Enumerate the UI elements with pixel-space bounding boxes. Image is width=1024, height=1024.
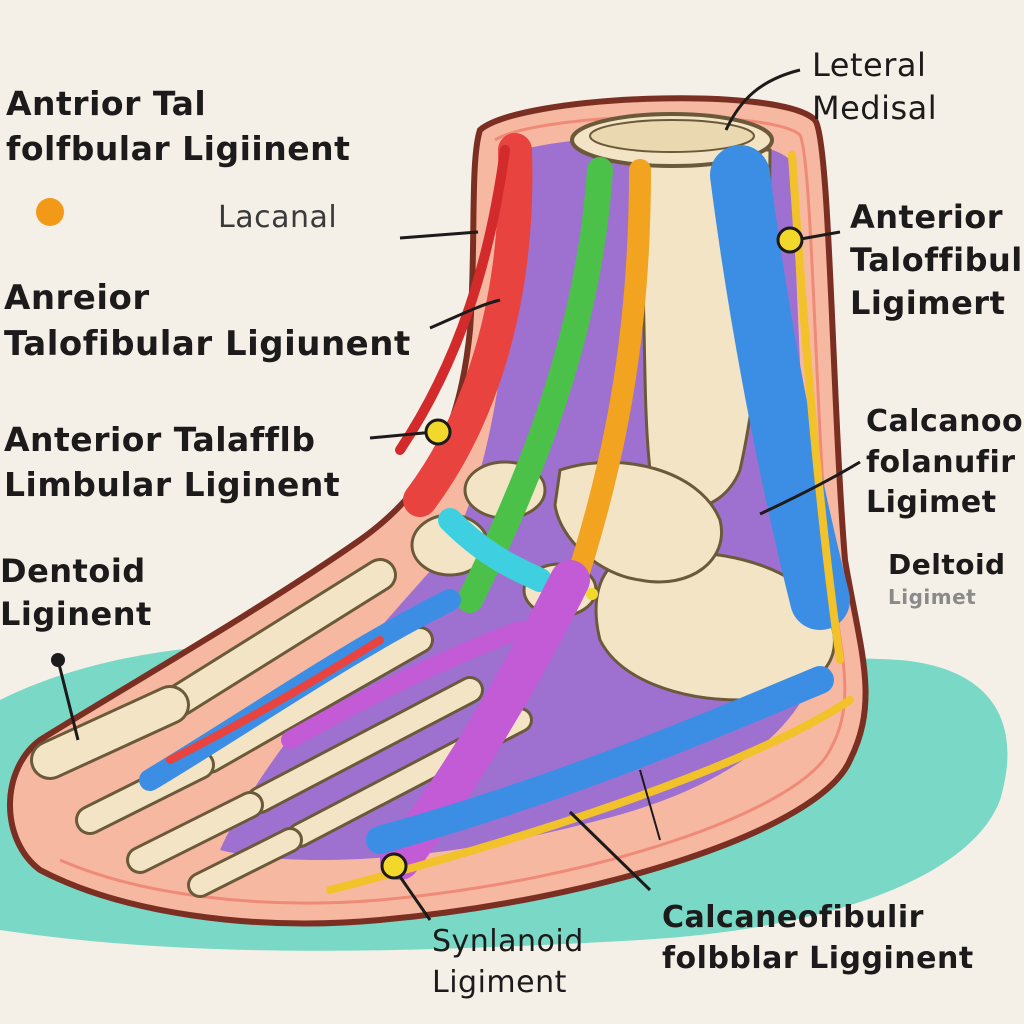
yellow-sole-edge <box>326 696 854 894</box>
metatarsal-1-fill <box>166 561 394 714</box>
label-mid-left: Anreior Talofibular Ligiunent <box>4 276 411 368</box>
label-top-right: Leteral Medisal <box>812 44 937 130</box>
label-upper-right-line2: Taloffibulr <box>850 241 1024 280</box>
label-deltoid-right: Deltoid Ligimet <box>888 546 1006 611</box>
label-mid-right-line1: Calcanoo <box>866 404 1024 439</box>
label-bottom-left-line1: Dentoid <box>0 552 146 590</box>
label-deltoid-right-line2: Ligimet <box>888 584 977 609</box>
label-deltoid-right-line1: Deltoid <box>888 548 1006 581</box>
metatarsal-3-fill <box>249 679 481 811</box>
label-bottom-center: Synlanoid Ligiment <box>432 922 584 1003</box>
red-ligament-outer <box>395 145 510 455</box>
label-lower-left: Anterior Talafflb Limbular Liginent <box>4 418 340 507</box>
label-bottom-center-line1: Synlanoid <box>432 924 584 959</box>
blue-ligament-right <box>710 145 850 630</box>
orange-ligament <box>559 159 651 611</box>
label-bottom-right-line2: folbblar Ligginent <box>662 940 974 976</box>
label-bottom-right-line1: Calcaneofibulir <box>662 900 924 935</box>
marker-dot-upper-right <box>776 226 804 254</box>
label-lower-left-line2: Limbular Liginent <box>4 464 341 504</box>
toe-phalanges-1-fill <box>33 688 187 777</box>
label-lower-left-line1: Anterior Talafflb <box>4 420 316 459</box>
label-lacanal: Lacanal <box>218 198 337 239</box>
label-upper-right-line3: Ligimert <box>850 284 1006 323</box>
label-top-left-line2: folfbular Ligiinent <box>6 128 351 168</box>
green-ligament <box>457 157 613 613</box>
leader-lacanal <box>399 230 479 240</box>
label-mid-right-line3: Ligimet <box>866 485 997 520</box>
label-mid-right-line2: folanufir <box>866 444 1016 480</box>
label-mid-right: Calcanoo folanufir Ligimet <box>866 402 1023 524</box>
leader-bottom-right <box>568 810 652 892</box>
label-lacanal-line1: Lacanal <box>218 200 338 235</box>
label-top-left-line1: Antrior Tal <box>6 84 207 123</box>
label-top-right-line1: Leteral <box>812 46 927 84</box>
label-bottom-center-line2: Ligiment <box>432 964 567 1000</box>
label-bottom-left-line2: Liginent <box>0 595 152 634</box>
foot-inner-edge <box>59 115 847 905</box>
label-top-right-line2: Medisal <box>812 89 938 128</box>
label-bottom-right: Calcaneofibulir folbblar Ligginent <box>662 898 974 979</box>
label-upper-right: Anterior Taloffibulr Ligimert <box>850 196 1024 326</box>
toe-phalanges-3-fill <box>129 794 261 871</box>
label-bottom-left: Dentoid Liginent <box>0 550 152 636</box>
marker-dot-lower-left <box>424 418 452 446</box>
marker-dot-bottom-center <box>380 852 408 880</box>
red-sole-ligament <box>166 636 384 764</box>
leader-lower-left <box>369 430 435 440</box>
leader-mid-right <box>759 460 861 516</box>
leader-mid-left <box>429 298 501 330</box>
tibia-canal <box>589 119 755 153</box>
marker-dot-small <box>586 588 598 600</box>
toe-phalanges-2-fill <box>78 753 212 832</box>
leader-bottom-left <box>56 659 80 741</box>
cyan-ligament <box>438 508 552 592</box>
leader-deltoid-right <box>639 769 661 841</box>
leader-top-right <box>724 68 801 131</box>
magenta-ligament-2 <box>281 621 529 749</box>
toe-phalanges-4-fill <box>190 830 300 895</box>
label-mid-left-line1: Anreior <box>4 278 150 318</box>
marker-dot-orange <box>36 198 64 226</box>
marker-dot-bottom-left <box>51 653 65 667</box>
red-ligament <box>403 133 533 517</box>
label-top-left: Antrior Tal folfbular Ligiinent <box>6 82 350 171</box>
label-mid-left-line2: Talofibular Ligiunent <box>4 323 411 364</box>
label-upper-right-line1: Anterior <box>850 198 1004 236</box>
metatarsal-2-fill <box>199 629 431 771</box>
blue-sole-lower <box>366 666 834 854</box>
